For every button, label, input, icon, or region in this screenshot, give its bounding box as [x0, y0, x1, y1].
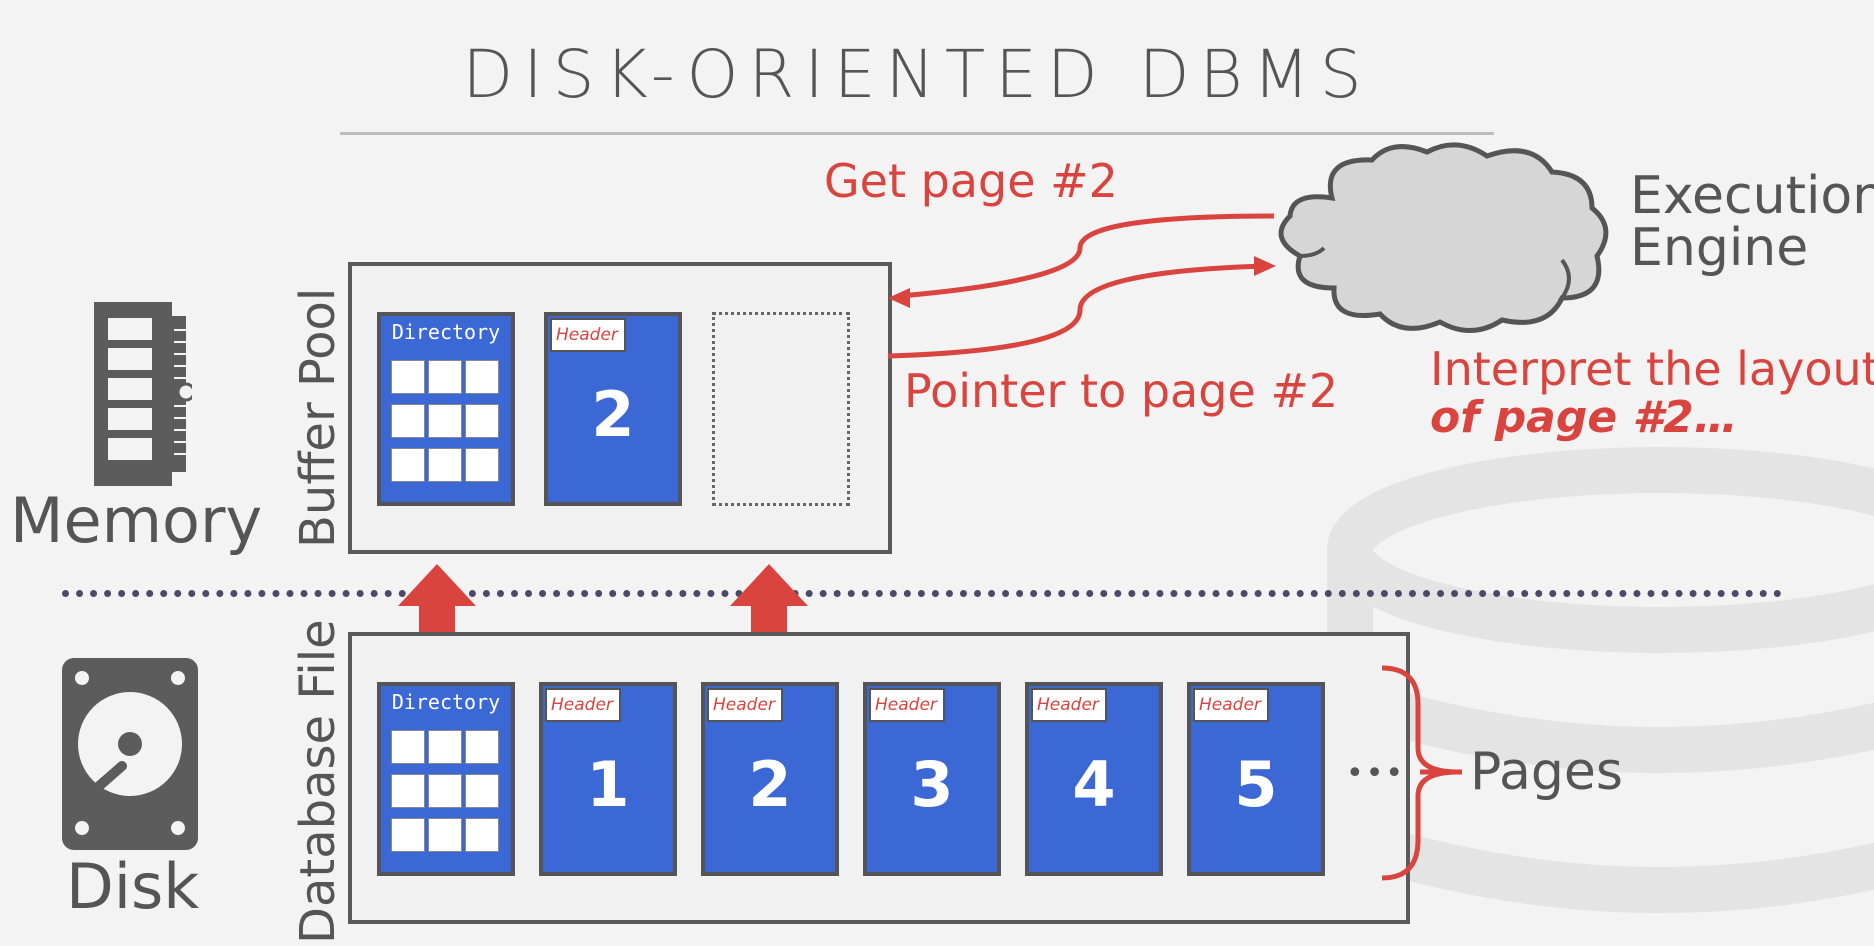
- cloud-icon: [1278, 142, 1609, 333]
- page-header-label: Header: [1031, 688, 1107, 722]
- disk-label: Disk: [66, 850, 200, 923]
- interpret-line2: of page #2…: [1430, 392, 1738, 443]
- file-page-5: Header 5: [1187, 682, 1325, 876]
- interpret-line1: Interpret the layout: [1430, 342, 1874, 396]
- directory-label: Directory: [391, 320, 501, 344]
- file-page-1: Header 1: [539, 682, 677, 876]
- page-header-label: Header: [545, 688, 621, 722]
- page-title: DISK-ORIENTED DBMS: [462, 36, 1372, 113]
- page-number: 1: [586, 748, 630, 821]
- file-directory-page: Directory: [377, 682, 515, 876]
- request-label: Get page #2: [824, 154, 1118, 208]
- pages-label: Pages: [1470, 742, 1623, 802]
- buffer-pool-box: Directory Header 2: [348, 262, 892, 554]
- page-number: 2: [591, 378, 635, 451]
- page-number: 3: [910, 748, 954, 821]
- load-arrow-1: [398, 564, 476, 660]
- page-number: 5: [1234, 748, 1278, 821]
- page-header-label: Header: [707, 688, 783, 722]
- empty-buffer-frame: [712, 312, 850, 506]
- pointer-label: Pointer to page #2: [904, 364, 1339, 418]
- execution-engine-line2: Engine: [1630, 218, 1809, 278]
- load-arrow-2: [730, 564, 808, 660]
- database-file-label: Database File: [290, 619, 346, 944]
- page-header-label: Header: [550, 318, 626, 352]
- file-page-2: Header 2: [701, 682, 839, 876]
- memory-disk-divider: [62, 590, 1782, 597]
- database-file-box: Directory Header 1 Header 2 Header 3 Hea…: [348, 632, 1410, 924]
- title-underline: [340, 132, 1494, 135]
- buffer-directory-page: Directory: [377, 312, 515, 506]
- hard-disk-icon: [62, 658, 198, 850]
- page-number: 2: [748, 748, 792, 821]
- execution-engine-line1: Execution: [1630, 166, 1874, 226]
- request-and-pointer-arrows: [887, 213, 1276, 359]
- page-header-label: Header: [1193, 688, 1269, 722]
- memory-chip-icon: [94, 302, 192, 486]
- buffer-pool-label: Buffer Pool: [290, 287, 346, 548]
- page-number: 4: [1072, 748, 1116, 821]
- page-header-label: Header: [869, 688, 945, 722]
- pages-brace: [1381, 665, 1462, 881]
- more-pages-ellipsis: •••: [1346, 756, 1406, 791]
- memory-label: Memory: [10, 484, 263, 557]
- buffer-page-2: Header 2: [544, 312, 682, 506]
- directory-label: Directory: [391, 690, 501, 714]
- file-page-3: Header 3: [863, 682, 1001, 876]
- file-page-4: Header 4: [1025, 682, 1163, 876]
